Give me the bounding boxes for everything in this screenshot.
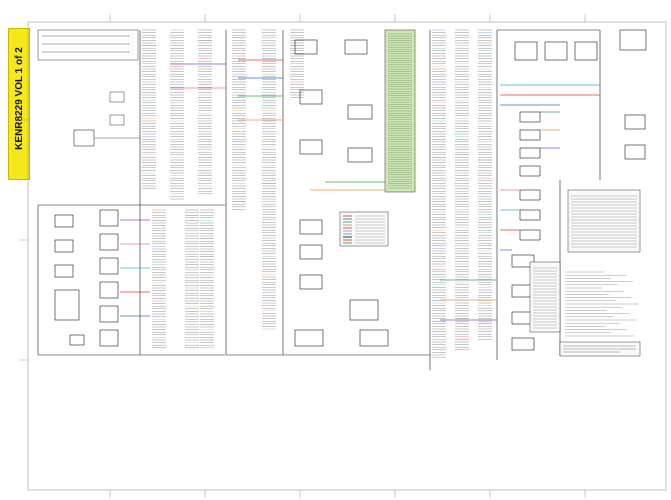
- reference-table: [529, 189, 641, 333]
- bus-lines: [37, 29, 601, 370]
- connector-columns: [142, 29, 492, 358]
- sheet-border: [27, 21, 667, 491]
- notes-block: [565, 271, 638, 337]
- module-boxes: [54, 29, 647, 351]
- colored-wire-runs: [120, 59, 600, 321]
- center-legend-table: [339, 211, 389, 247]
- document-title-tab: KENR8229 VOL 1 of 2: [8, 28, 30, 180]
- warning-note-box: [559, 341, 641, 357]
- grid-ticks: [20, 14, 586, 498]
- left-upper-block: [37, 29, 140, 147]
- wire-legend-panel: [384, 29, 416, 193]
